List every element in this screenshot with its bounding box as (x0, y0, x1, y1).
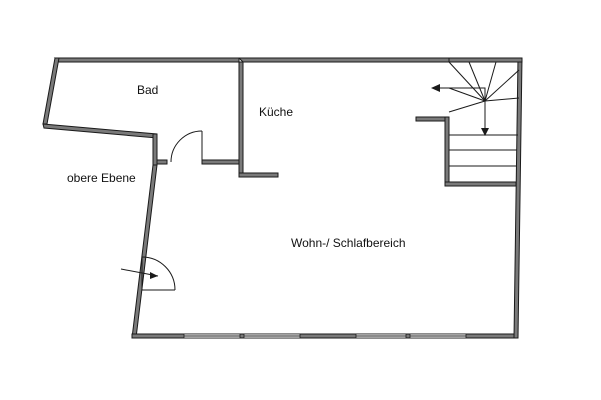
room-label-obere-ebene: obere Ebene (67, 171, 136, 185)
wall-left-main (131, 164, 158, 339)
wall-kueche-left (238, 61, 244, 178)
wall-stair-left (444, 116, 450, 187)
wall-top (237, 57, 450, 63)
entrance-door (120, 256, 176, 291)
stair-arrow-left-icon (431, 84, 440, 92)
wall-bad-bottom (42, 123, 158, 139)
bottom-windows (183, 333, 467, 339)
bad-door (170, 130, 203, 163)
wall-right (513, 57, 523, 339)
wall-left-upper (152, 133, 158, 166)
wall-stair-bottom (444, 181, 517, 187)
outer-walls (42, 57, 523, 339)
room-label-kueche: Küche (259, 105, 294, 119)
staircase (431, 61, 520, 167)
wall-stair-top (415, 116, 450, 122)
stair-arrow-down-icon (481, 128, 489, 136)
interior-walls (156, 61, 517, 187)
wall-bad-top (53, 57, 240, 63)
entrance-arrow-icon (150, 272, 158, 279)
stair-walk-line (440, 87, 486, 130)
wall-bad-door-right (201, 159, 240, 165)
wall-bad-left (42, 57, 60, 125)
wall-kueche-bottom (238, 172, 279, 178)
wall-bad-door-left (156, 159, 168, 165)
room-label-bad: Bad (137, 83, 159, 97)
wall-top-right (448, 57, 523, 63)
room-label-wohn-schlafbereich: Wohn-/ Schlafbereich (291, 236, 406, 250)
